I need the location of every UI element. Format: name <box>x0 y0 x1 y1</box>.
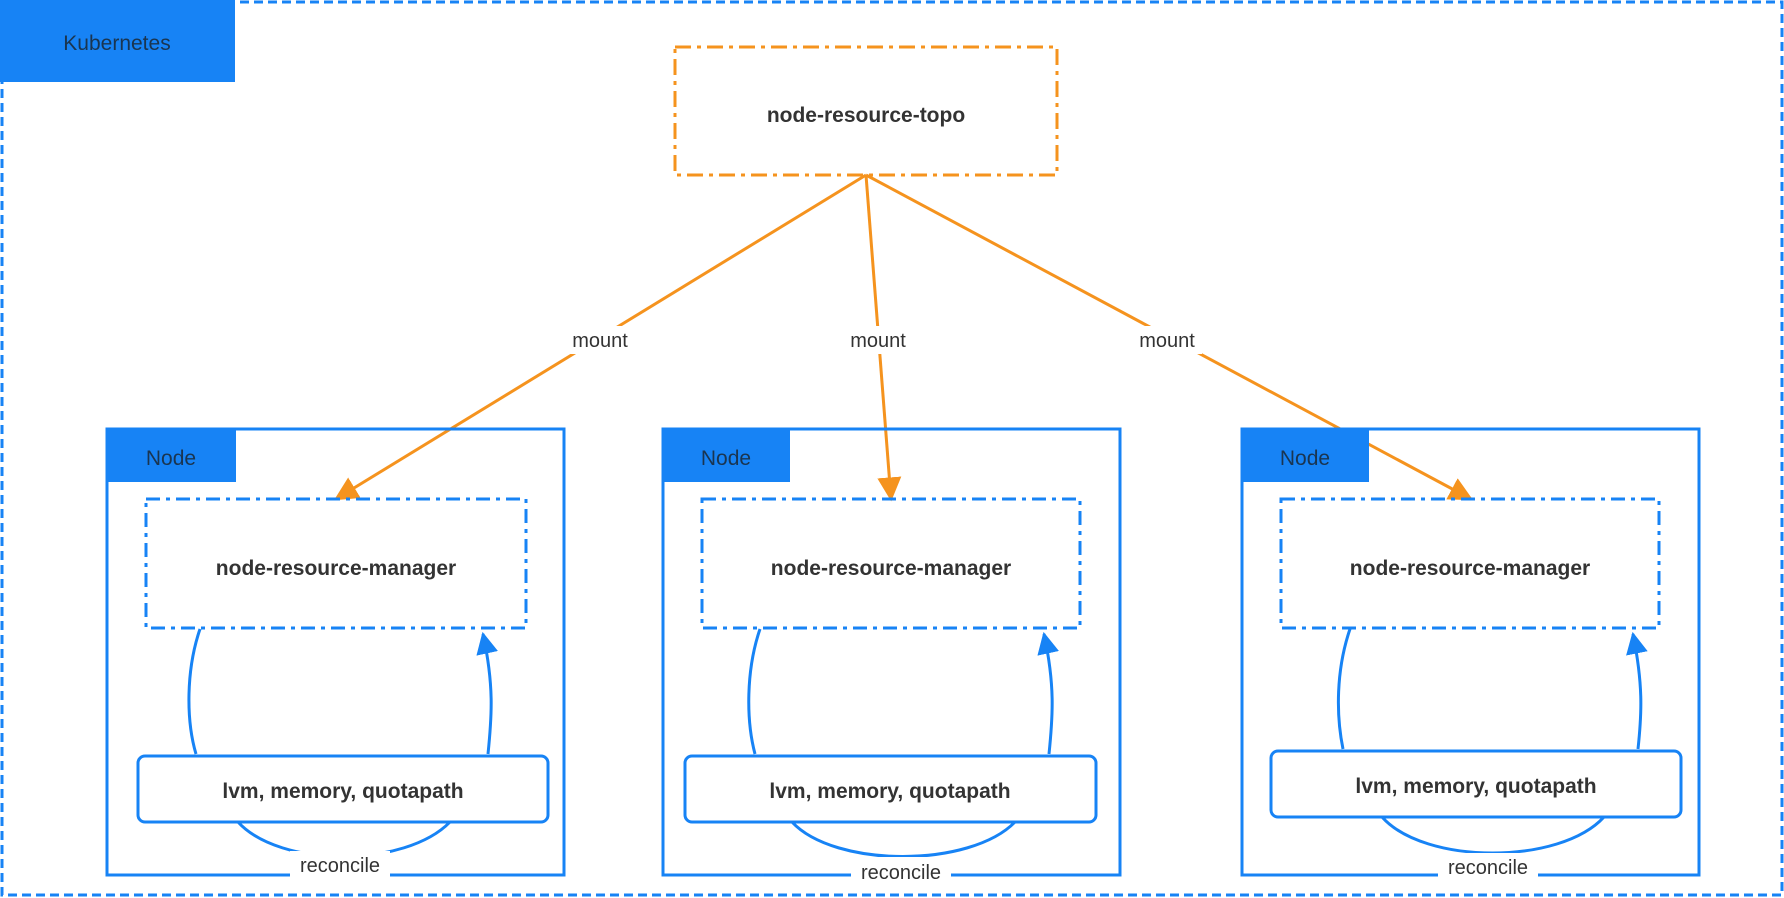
node-tag-label: Node <box>1280 447 1330 470</box>
reconcile-loop-left <box>747 628 762 755</box>
node-tag <box>1242 429 1369 482</box>
node-tag <box>107 429 236 482</box>
reconcile-label: reconcile <box>861 862 941 884</box>
node-resource-manager-box[interactable]: node-resource-manager <box>700 497 1082 630</box>
resources-label: lvm, memory, quotapath <box>222 780 463 803</box>
mount-label-2: mount <box>850 330 906 352</box>
resources-box[interactable]: lvm, memory, quotapath <box>683 754 1098 824</box>
reconcile-label: reconcile <box>1448 857 1528 879</box>
node-3: Node node-resource-manager lvm, memory, … <box>1240 427 1701 879</box>
topo-box[interactable]: node-resource-topo <box>673 45 1059 177</box>
node-resource-manager-box[interactable]: node-resource-manager <box>144 497 528 630</box>
kubernetes-label: Kubernetes <box>63 32 170 55</box>
node-resource-manager-box[interactable]: node-resource-manager <box>1279 497 1661 630</box>
reconcile-curve <box>1380 815 1606 855</box>
reconcile-loop-right <box>476 631 498 755</box>
node-tag-label: Node <box>701 447 751 470</box>
resources-box[interactable]: lvm, memory, quotapath <box>136 754 550 824</box>
resources-label: lvm, memory, quotapath <box>769 780 1010 803</box>
mount-label-1: mount <box>572 330 628 352</box>
reconcile-loop-right <box>1626 631 1648 750</box>
manager-label: node-resource-manager <box>1350 557 1590 580</box>
kubernetes-tag: Kubernetes <box>0 0 235 82</box>
node-tag-label: Node <box>146 447 196 470</box>
reconcile-loop-left <box>1336 628 1352 750</box>
resources-box[interactable]: lvm, memory, quotapath <box>1269 749 1683 819</box>
node-1: Node node-resource-manager lvm, memory, … <box>105 427 566 877</box>
resources-label: lvm, memory, quotapath <box>1355 775 1596 798</box>
reconcile-loop-right <box>1037 631 1059 755</box>
reconcile-loop-left <box>187 628 202 755</box>
topo-label: node-resource-topo <box>767 104 965 127</box>
manager-label: node-resource-manager <box>216 557 456 580</box>
reconcile-curve <box>790 820 1017 858</box>
reconcile-label: reconcile <box>300 855 380 877</box>
mount-edges: mount mount mount <box>333 173 1474 502</box>
mount-label-3: mount <box>1139 330 1195 352</box>
node-2: Node node-resource-manager lvm, memory, … <box>661 427 1122 884</box>
node-tag <box>663 429 790 482</box>
manager-label: node-resource-manager <box>771 557 1011 580</box>
